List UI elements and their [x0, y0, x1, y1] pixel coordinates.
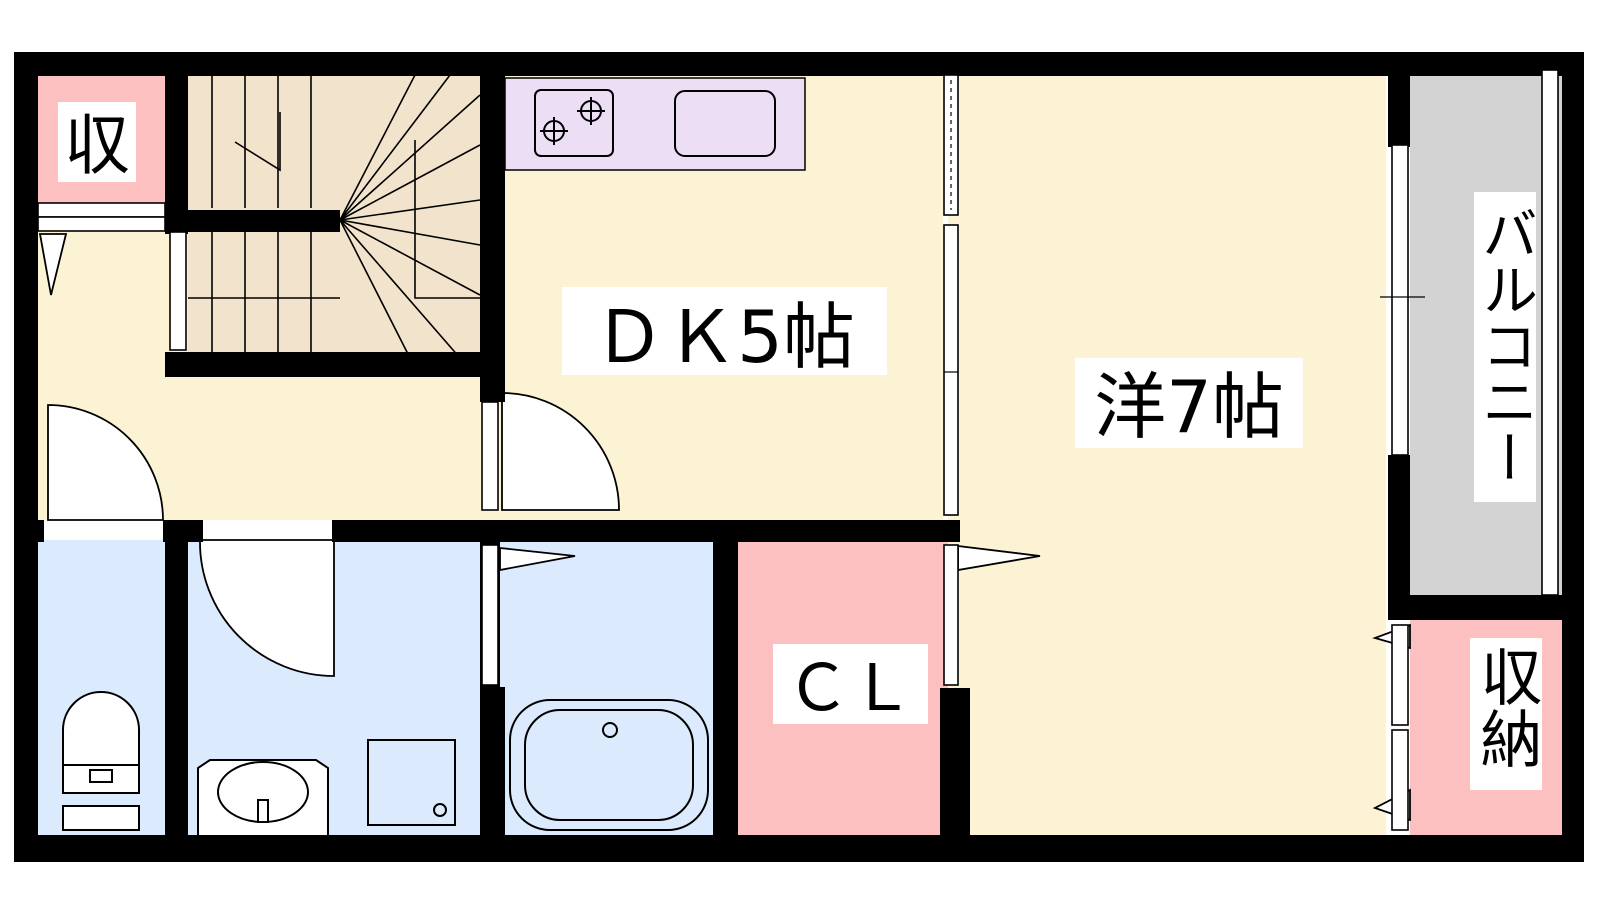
staircase: [188, 74, 481, 359]
label-dk: ＤＫ5帖: [562, 287, 887, 379]
door-washroom: [199, 539, 335, 677]
sink-icon: [674, 90, 776, 157]
western-room-floor: [948, 75, 1386, 835]
window-ticks: [944, 80, 1425, 373]
kitchen-counter: [504, 77, 806, 171]
label-storage-top-left: 収: [58, 102, 136, 184]
walls: [14, 52, 1584, 862]
stove-icon: [534, 89, 614, 157]
door-storage-top: [38, 233, 68, 296]
window-openings: [37, 69, 1559, 831]
storage-top-left-label: 収: [64, 107, 130, 184]
door-dk: [501, 392, 620, 511]
toilet-icon: [62, 691, 140, 831]
label-western: 洋7帖: [1075, 358, 1303, 449]
western-room-label: 洋7帖: [1094, 365, 1284, 449]
label-balcony: バルコニー: [1473, 192, 1538, 502]
label-storage-right: 収納: [1470, 638, 1543, 790]
bathroom-floor: [493, 540, 713, 835]
door-entrance: [47, 404, 164, 521]
washbasin-icon: [197, 759, 329, 835]
balcony-label: バルコニー: [1473, 205, 1538, 485]
dk-label: ＤＫ5帖: [593, 295, 855, 379]
bathtub-icon: [509, 699, 709, 831]
washer-pan-icon: [367, 739, 456, 826]
closet-label: ＣＬ: [786, 652, 914, 726]
label-closet: ＣＬ: [773, 644, 928, 726]
storage-right-label: 収納: [1470, 645, 1543, 769]
